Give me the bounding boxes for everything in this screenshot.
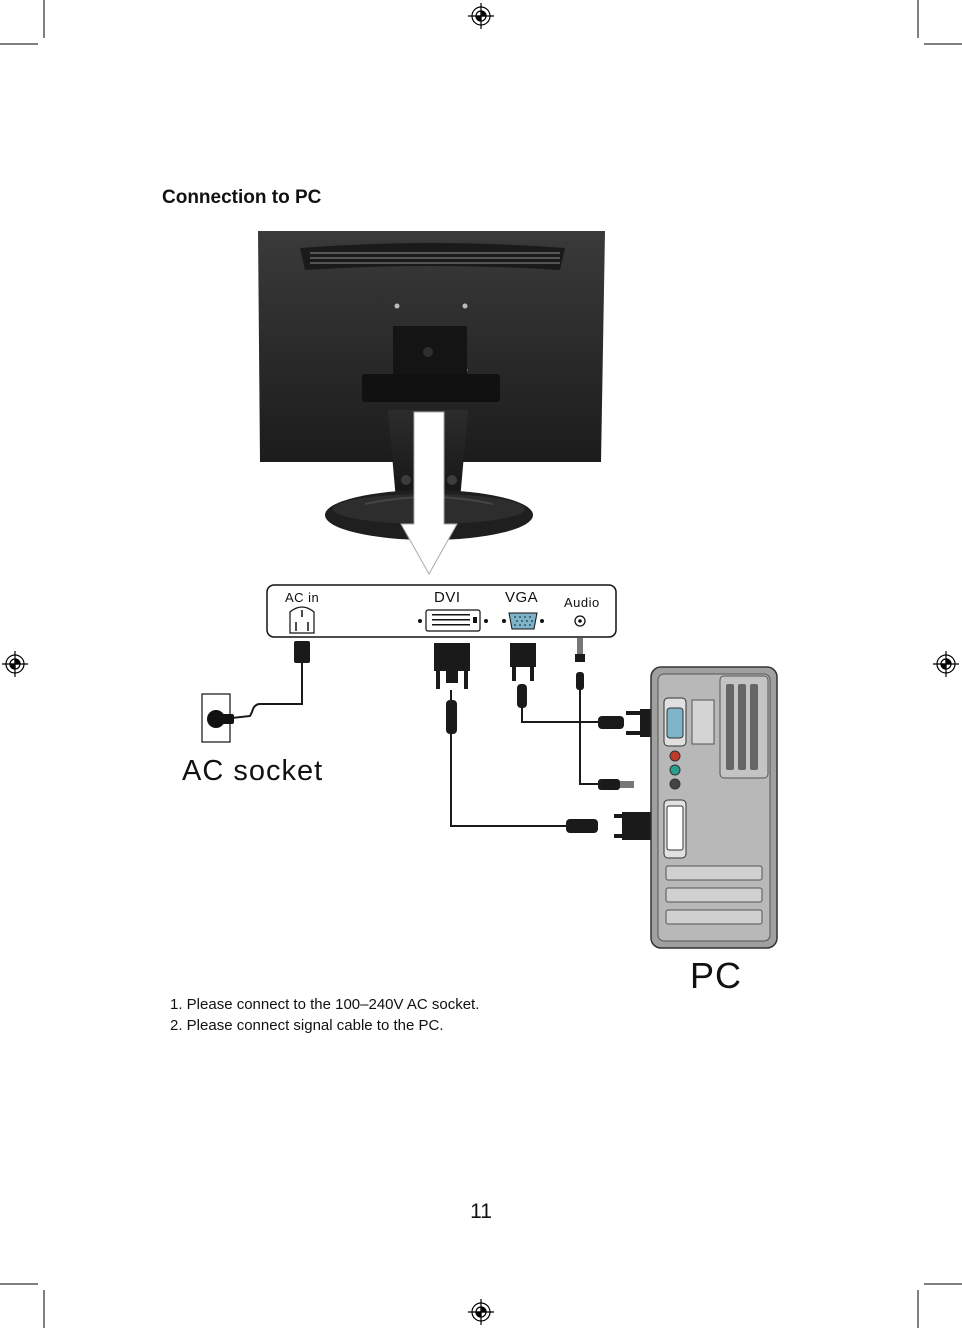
instructions-list: 1. Please connect to the 100–240V AC soc… bbox=[170, 994, 479, 1036]
down-arrow-icon bbox=[400, 411, 458, 576]
vga-label: VGA bbox=[505, 589, 539, 606]
dvi-label: DVI bbox=[434, 589, 461, 606]
ac-in-label: AC in bbox=[285, 590, 320, 605]
instruction-item: 1. Please connect to the 100–240V AC soc… bbox=[170, 996, 480, 1013]
power-outlet-icon bbox=[201, 693, 234, 743]
audio-label: Audio bbox=[564, 595, 600, 610]
section-title: Connection to PC bbox=[162, 187, 322, 208]
instruction-item: 2. Please connect signal cable to the PC… bbox=[170, 1017, 444, 1034]
pc-label: PC bbox=[690, 955, 743, 996]
cable-plugs bbox=[294, 638, 585, 734]
ac-socket-label: AC socket bbox=[182, 755, 324, 787]
cables bbox=[231, 662, 598, 827]
pc-tower-rear bbox=[650, 666, 778, 949]
connector-panel bbox=[266, 584, 617, 638]
monitor-rear-view bbox=[258, 231, 605, 540]
registration-mark-icon bbox=[2, 3, 959, 1325]
page-number: 11 bbox=[470, 1200, 492, 1223]
